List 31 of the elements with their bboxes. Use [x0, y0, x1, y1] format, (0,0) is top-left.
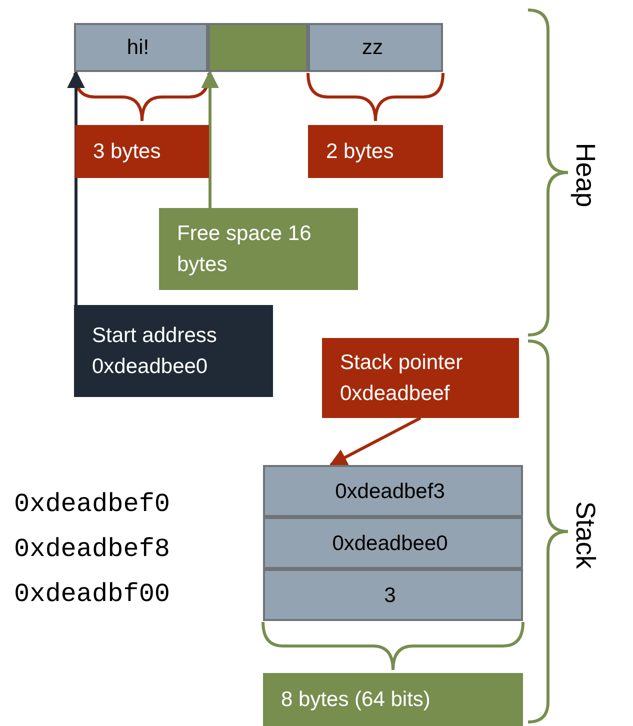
box-text: 2 bytes	[326, 139, 395, 165]
free-memory-cell	[208, 23, 308, 72]
size-label-box	[308, 125, 443, 178]
memory-cell	[74, 23, 208, 72]
stack-cell	[263, 465, 523, 517]
size-label-box	[263, 673, 523, 726]
address-label: 0xdeadbef0	[14, 491, 170, 517]
callout-box	[74, 305, 273, 397]
arrow	[201, 70, 219, 208]
box-text: Free space 16 bytes	[177, 221, 312, 278]
stack-cell	[263, 517, 523, 569]
callout-box	[159, 208, 358, 290]
box-text: Stack pointer 0xdeadbeef	[340, 350, 464, 407]
box-text: hi!	[126, 35, 150, 61]
address-label: 0xdeadbf00	[14, 581, 170, 607]
size-label-box	[75, 125, 209, 178]
box-text: 3	[384, 582, 397, 608]
address-label: 0xdeadbef8	[14, 536, 170, 562]
box-text: 0xdeadbee0	[332, 530, 449, 556]
stack-cell	[263, 569, 523, 621]
box-text: zz	[362, 35, 384, 61]
box-text: 3 bytes	[93, 139, 162, 165]
memory-cell	[308, 23, 443, 72]
arrow	[329, 416, 422, 466]
box-text: Start address 0xdeadbee0	[92, 323, 218, 380]
region-label: Stack	[572, 501, 598, 569]
box-text: 8 bytes (64 bits)	[281, 687, 432, 713]
region-label: Heap	[572, 142, 598, 208]
arrow	[67, 70, 85, 305]
callout-box	[322, 338, 519, 418]
box-text: 0xdeadbef3	[335, 478, 446, 504]
